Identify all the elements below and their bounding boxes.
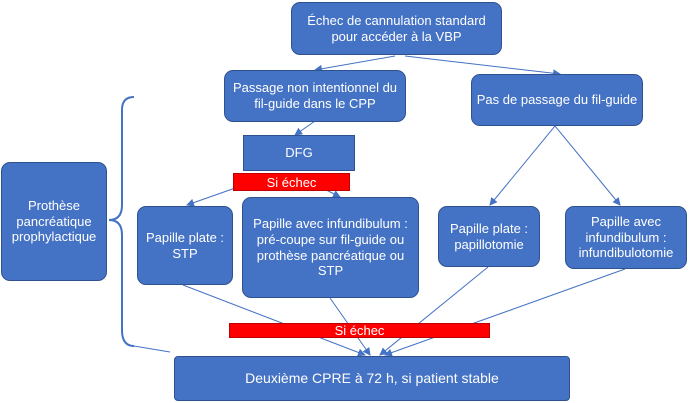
arrow-no-passage-to-papille-plate: [489, 125, 556, 206]
papille-plate-stp-node: Papille plate : STP: [137, 206, 233, 285]
si-echec-bottom-banner: Si échec: [229, 323, 490, 338]
dfg-node-label: DFG: [285, 145, 313, 161]
prothese-node: Prothèse pancréatique prophylactique: [1, 162, 107, 281]
dfg-node: DFG: [243, 135, 355, 171]
prothese-node-label: Prothèse pancréatique prophylactique: [11, 198, 97, 245]
papille-infundibulum-right-label: Papille avec infundibulum : infundibulot…: [578, 214, 674, 261]
arrow-papille-infund-right-to-cpre: [384, 268, 626, 357]
cpre-node: Deuxième CPRE à 72 h, si patient stable: [174, 356, 570, 401]
papille-plate-right-node: Papille plate : papillotomie: [438, 206, 540, 267]
si-echec-bottom-label: Si échec: [334, 323, 385, 338]
cpre-node-label: Deuxième CPRE à 72 h, si patient stable: [245, 370, 499, 387]
papille-infundibulum-right-node: Papille avec infundibulum : infundibulot…: [565, 206, 687, 269]
papille-plate-stp-label: Papille plate : STP: [145, 229, 225, 261]
no-passage-node: Pas de passage du fil-guide: [471, 74, 643, 126]
papille-plate-right-label: Papille plate : papillotomie: [449, 220, 529, 252]
no-passage-node-label: Pas de passage du fil-guide: [476, 92, 638, 108]
passage-node-label: Passage non intentionnel du fil-guide da…: [232, 80, 398, 111]
papille-infundibulum-left-label: Papille avec infundibulum : pré-coupe su…: [253, 216, 408, 279]
curly-brace: [108, 96, 135, 347]
brace-bottom-tick: [133, 345, 171, 353]
arrow-no-passage-to-papille-infund: [554, 125, 621, 206]
arrow-start-to-no-passage: [404, 55, 561, 78]
si-echec-top-banner: Si échec: [233, 173, 350, 191]
si-echec-top-label: Si échec: [266, 174, 317, 190]
passage-node: Passage non intentionnel du fil-guide da…: [224, 70, 406, 122]
start-node: Échec de cannulation standard pour accéd…: [291, 2, 502, 55]
arrow-papille-plate-right-to-cpre: [379, 266, 489, 356]
arrow-passage-to-dfg: [294, 120, 316, 136]
arrow-papille-plate-stp-to-cpre: [182, 284, 366, 357]
papille-infundibulum-left-node: Papille avec infundibulum : pré-coupe su…: [242, 197, 419, 298]
arrow-start-to-passage: [314, 55, 396, 73]
start-node-label: Échec de cannulation standard pour accéd…: [307, 12, 486, 44]
